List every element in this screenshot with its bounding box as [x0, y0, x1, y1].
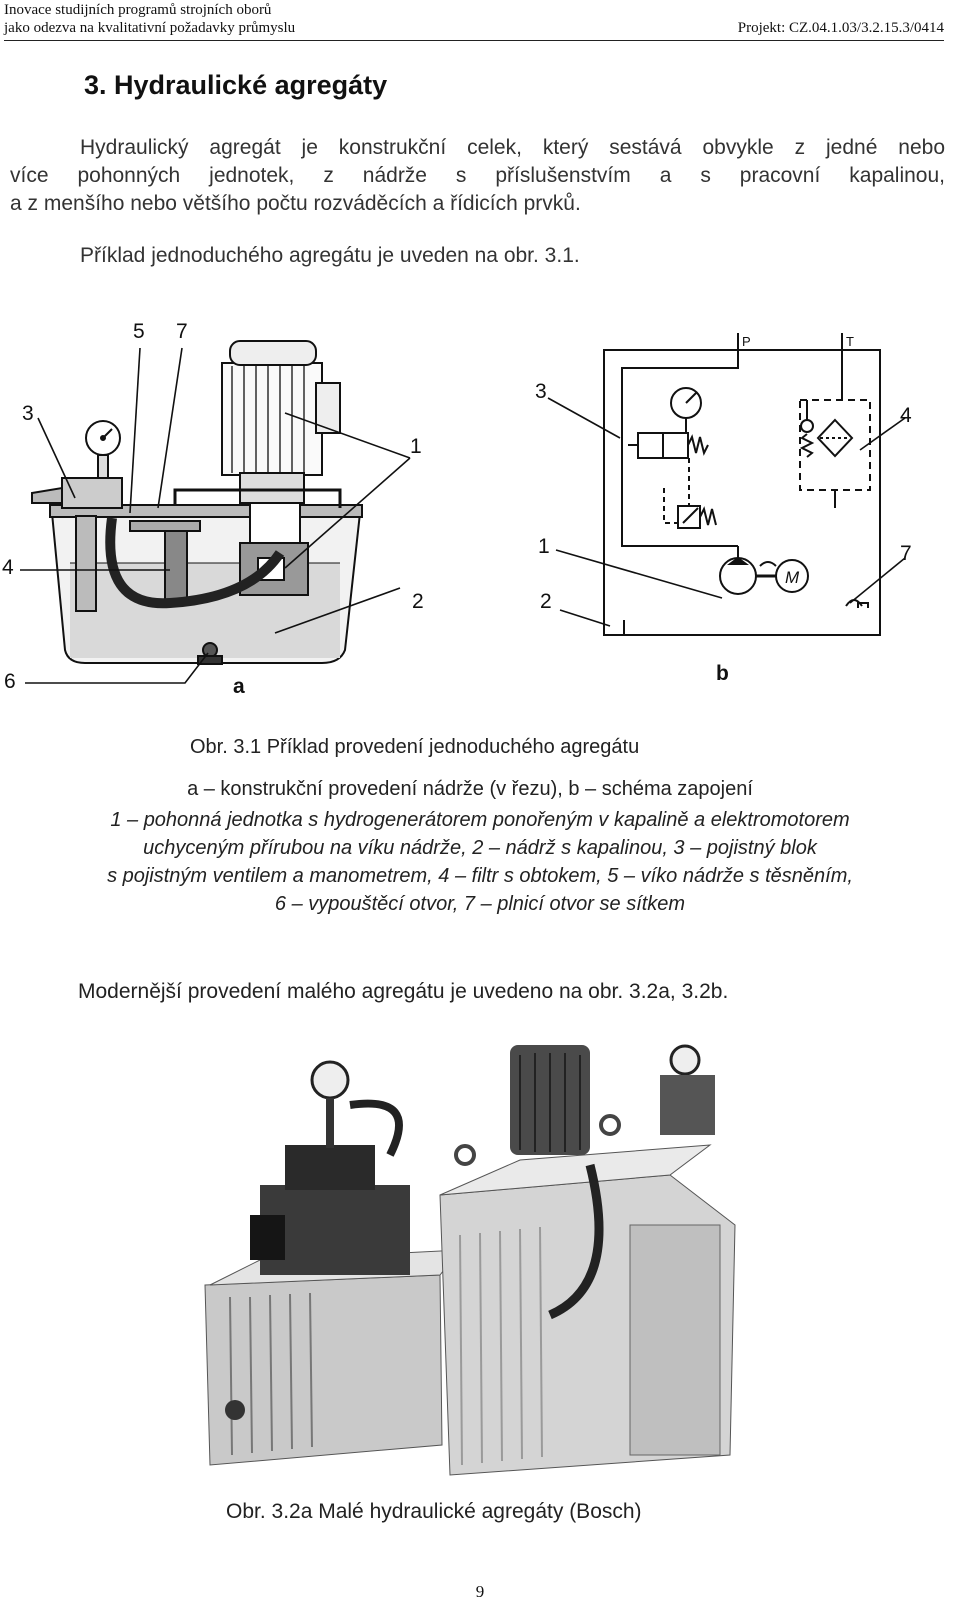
page-number: 9	[475, 1582, 485, 1601]
section-title: 3. Hydraulické agregáty	[84, 70, 388, 100]
intro-paragraph: Hydraulický agregát je konstrukční celek…	[10, 134, 945, 218]
figure-1-subcaption: a – konstrukční provedení nádrže (v řezu…	[187, 778, 753, 800]
label-part-a: a	[233, 675, 245, 698]
label-a-1: 1	[410, 435, 422, 458]
intro-line-1: Hydraulický agregát je konstrukční celek…	[80, 136, 945, 159]
intro-line-3: a z menšího nebo většího počtu rozváděcí…	[10, 192, 581, 215]
intro-example: Příklad jednoduchého agregátu je uveden …	[80, 244, 580, 267]
label-b-3: 3	[535, 380, 547, 403]
small-aggregate-right	[439, 1044, 736, 1476]
label-a-4: 4	[2, 556, 14, 579]
hydraulic-scheme	[603, 333, 881, 636]
label-a-5: 5	[133, 320, 145, 343]
legend-line-1: 1 – pohonná jednotka s hydrogenerátorem …	[110, 809, 850, 831]
scheme-p-label: P	[742, 334, 751, 349]
label-b-1: 1	[538, 535, 550, 558]
legend-line-3: s pojistným ventilem a manometrem, 4 – f…	[107, 865, 853, 887]
motor-label: M	[785, 568, 800, 587]
scheme-t-label: T	[846, 334, 854, 349]
page-header: Inovace studijních programů strojních ob…	[4, 0, 944, 41]
figure-1-caption: Obr. 3.1 Příklad provedení jednoduchého …	[190, 736, 640, 758]
figure-3-1: 5 7 3 1 4 2 6 a	[2, 320, 912, 698]
intro-line-2: více pohonných jednotek, z nádrže s přís…	[10, 164, 945, 187]
small-aggregate-left	[204, 1060, 462, 1466]
figure-2-caption: Obr. 3.2a Malé hydraulické agregáty (Bos…	[226, 1500, 642, 1523]
legend-line-4: 6 – vypouštěcí otvor, 7 – plnicí otvor s…	[274, 893, 686, 915]
header-project: Projekt: CZ.04.1.03/3.2.15.3/0414	[737, 20, 944, 36]
label-a-2: 2	[412, 590, 424, 613]
label-a-3: 3	[22, 402, 34, 425]
legend-line-2: uchyceným přírubou na víku nádrže, 2 – n…	[143, 837, 817, 859]
modern-paragraph: Modernější provedení malého agregátu je …	[78, 980, 729, 1003]
label-b-4: 4	[900, 404, 912, 427]
label-a-7: 7	[176, 320, 188, 343]
label-a-6: 6	[4, 670, 16, 693]
figure-1-legend: 1 – pohonná jednotka s hydrogenerátorem …	[0, 806, 960, 918]
tank-drawing	[31, 340, 363, 665]
header-line-1: Inovace studijních programů strojních ob…	[4, 2, 272, 18]
label-b-2: 2	[540, 590, 552, 613]
figure-3-2a-photo	[190, 1035, 770, 1500]
label-b-7: 7	[900, 542, 912, 565]
label-part-b: b	[716, 662, 729, 685]
header-line-2: jako odezva na kvalitativní požadavky pr…	[4, 20, 296, 36]
